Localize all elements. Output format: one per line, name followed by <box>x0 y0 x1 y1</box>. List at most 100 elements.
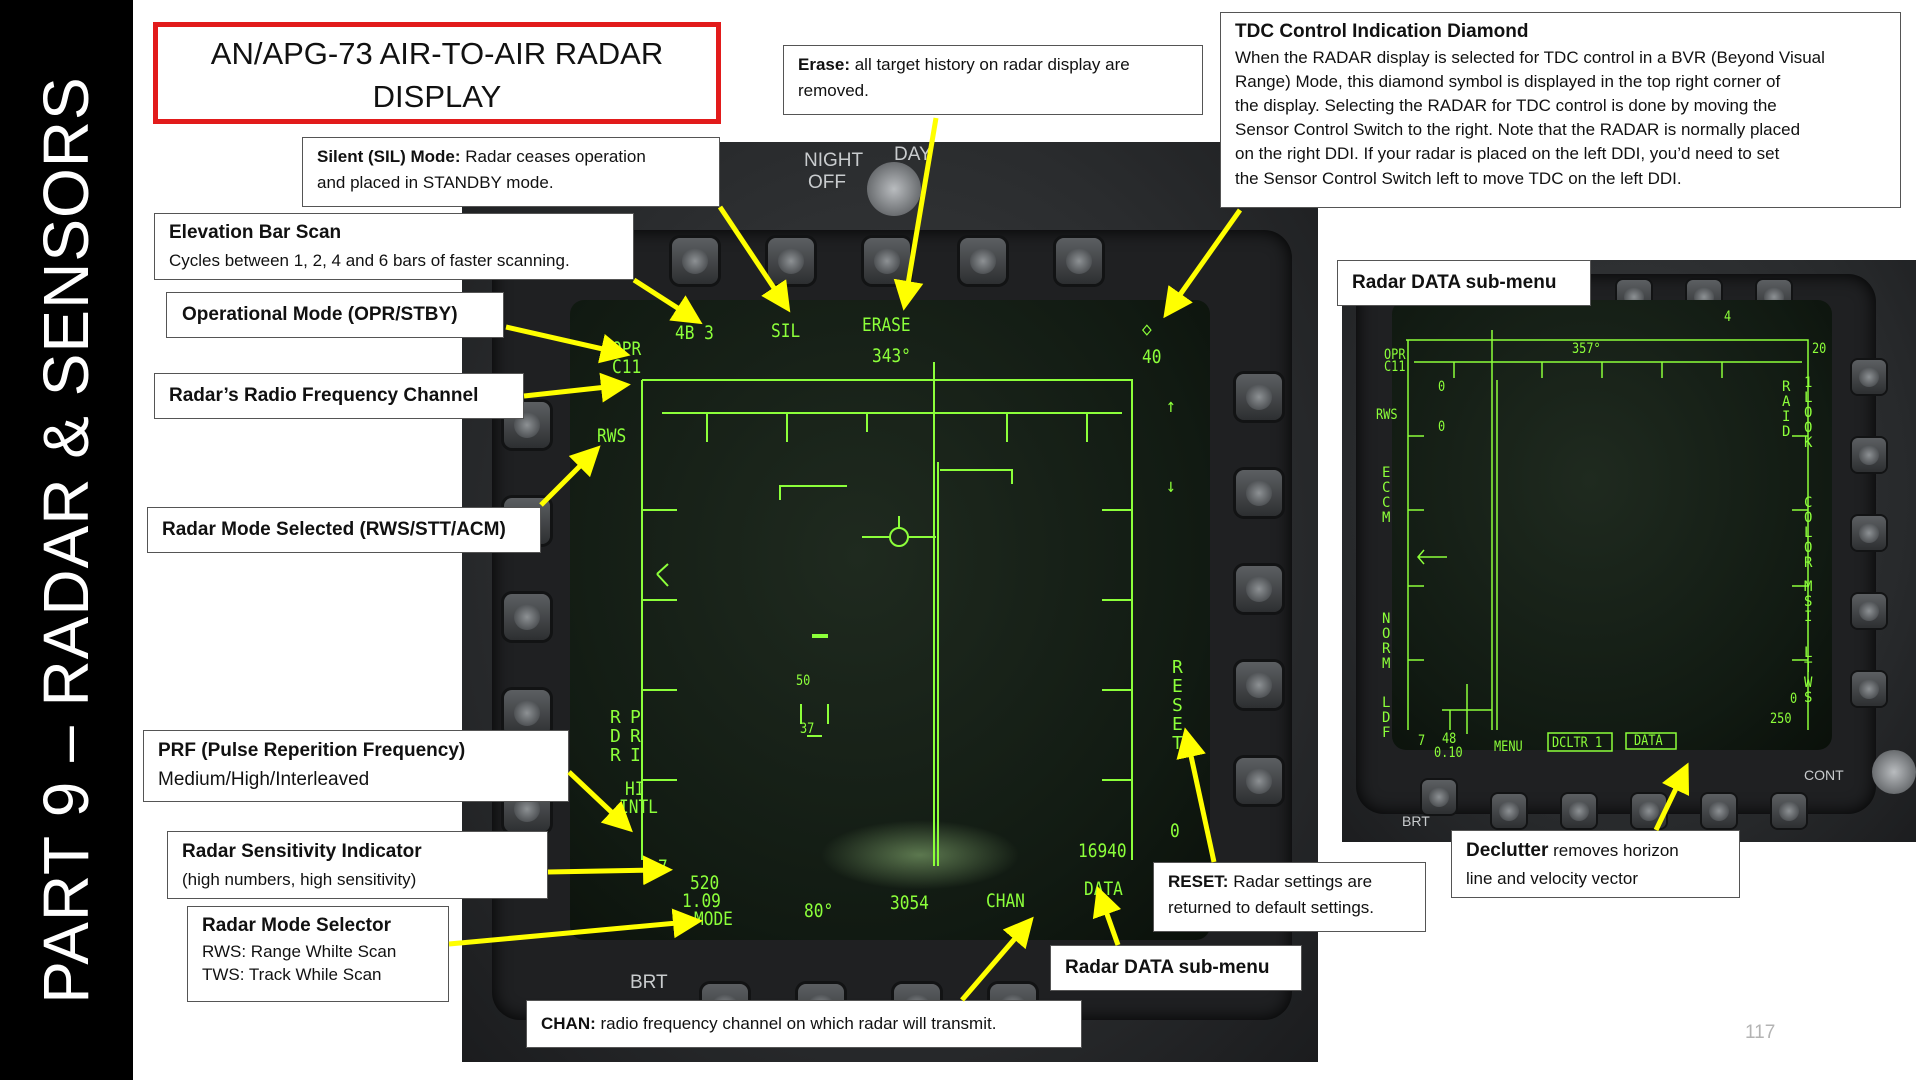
callout-reset-title: RESET: <box>1168 872 1228 891</box>
slide-title-box: AN/APG-73 AIR-TO-AIR RADAR DISPLAY <box>153 22 721 124</box>
callout-sensitivity-title: Radar Sensitivity Indicator <box>182 838 533 867</box>
erase-button-label[interactable]: ERASE <box>862 316 911 335</box>
data-symbology <box>1342 260 1916 842</box>
callout-declutter: Declutter removes horizon line and veloc… <box>1451 830 1740 898</box>
data-menu-label[interactable]: MENU <box>1494 740 1523 754</box>
range-scale: 40 <box>1142 348 1161 367</box>
callout-sensitivity: Radar Sensitivity Indicator (high number… <box>167 831 548 899</box>
section-title: PART 9 – RADAR & SENSORS <box>29 76 103 1003</box>
slide-title-line2: DISPLAY <box>158 75 716 118</box>
target-altitude-bottom: 37 <box>800 722 814 736</box>
callout-data-submenu: Radar DATA sub-menu <box>1050 945 1302 991</box>
callout-sensitivity-text: (high numbers, high sensitivity) <box>182 867 533 893</box>
data-msi-label[interactable]: M S I <box>1804 580 1812 625</box>
callout-radio-channel: Radar’s Radio Frequency Channel <box>154 373 524 419</box>
callout-elevation-bar: Elevation Bar Scan Cycles between 1, 2, … <box>154 213 634 280</box>
chan-button-label[interactable]: CHAN <box>986 892 1025 911</box>
data-channel-code: C11 <box>1384 360 1406 374</box>
callout-silent-title: Silent (SIL) Mode: <box>317 147 461 166</box>
rws-label[interactable]: RWS <box>597 427 626 446</box>
callout-tdc-line4: Sensor Control Switch to the right. Note… <box>1235 118 1886 142</box>
callout-tdc-diamond: TDC Control Indication Diamond When the … <box>1220 12 1901 208</box>
azimuth-readout[interactable]: 80° <box>804 902 833 921</box>
data-norm-label[interactable]: N O R M <box>1382 612 1390 672</box>
callout-mode-selector-line2: TWS: Track While Scan <box>202 963 434 987</box>
callout-reset: RESET: Radar settings are returned to de… <box>1153 862 1426 932</box>
data-top-value: 4 <box>1724 310 1731 324</box>
sidebar: PART 9 – RADAR & SENSORS <box>0 0 133 1080</box>
callout-erase-line2: removed. <box>798 78 1188 104</box>
callout-erase: Erase: all target history on radar displ… <box>783 45 1203 115</box>
callout-mode-selected-title: Radar Mode Selected (RWS/STT/ACM) <box>162 516 526 545</box>
data-speed-b: 0.10 <box>1434 746 1463 760</box>
data-eccm-label[interactable]: E C C M <box>1382 466 1390 526</box>
callout-tdc-line3: the display. Selecting the RADAR for TDC… <box>1235 94 1886 118</box>
callout-tdc-line5: on the right DDI. If your radar is place… <box>1235 142 1886 166</box>
data-bottom-range: 250 <box>1770 712 1792 726</box>
callout-operational-title: Operational Mode (OPR/STBY) <box>182 301 488 330</box>
data-dclttr-label[interactable]: DCLTR 1 <box>1552 736 1602 750</box>
tdc-diamond: ◇ <box>1142 320 1152 339</box>
callout-channel-title: Radar’s Radio Frequency Channel <box>169 382 509 411</box>
callout-tdc-title: TDC Control Indication Diamond <box>1235 19 1886 46</box>
value-3054: 3054 <box>890 894 929 913</box>
data-button-label[interactable]: DATA <box>1084 880 1123 899</box>
callout-tdc-line2: Range) Mode, this diamond symbol is disp… <box>1235 70 1886 94</box>
prf-rdr-label: R D R <box>610 708 621 765</box>
data-raid-label[interactable]: R A I D <box>1782 380 1790 440</box>
range-up-arrow[interactable]: ↑ <box>1166 397 1176 416</box>
channel-code: C11 <box>612 358 641 377</box>
callout-chan-text: radio frequency channel on which radar w… <box>596 1014 997 1033</box>
data-rws-label[interactable]: RWS <box>1376 408 1398 422</box>
azimuth-frame <box>642 380 1132 860</box>
data-submenu-photo: CONT BRT 4 OPR C11 357° 20 RWS 0 0 E C C… <box>1342 260 1916 842</box>
callout-prf-title: PRF (Pulse Reperition Frequency) <box>158 737 554 766</box>
slide-title-line1: AN/APG-73 AIR-TO-AIR RADAR <box>158 32 716 75</box>
data-heading: 357° <box>1572 342 1601 356</box>
data-speed-a: 48 <box>1442 732 1456 746</box>
data-data-label[interactable]: DATA <box>1634 734 1663 748</box>
range-down-arrow[interactable]: ↓ <box>1166 477 1176 496</box>
data-ldf-label[interactable]: L D F <box>1382 696 1390 741</box>
sil-button-label[interactable]: SIL <box>771 322 800 341</box>
callout-operational-mode: Operational Mode (OPR/STBY) <box>166 292 504 338</box>
prf-pri-label: P R I <box>630 708 641 765</box>
elevation-bars[interactable]: 4B 3 <box>675 324 714 343</box>
callout-mode-selected: Radar Mode Selected (RWS/STT/ACM) <box>147 507 541 553</box>
callout-silent-text: Radar ceases operation <box>461 147 646 166</box>
data-range: 20 <box>1812 342 1826 356</box>
callout-elevation-text: Cycles between 1, 2, 4 and 6 bars of fas… <box>169 248 619 274</box>
callout-declutter-line2: line and velocity vector <box>1466 866 1725 892</box>
callout-prf: PRF (Pulse Reperition Frequency) Medium/… <box>143 730 569 802</box>
callout-prf-text: Medium/High/Interleaved <box>158 766 554 795</box>
page-number: 117 <box>1745 1022 1775 1044</box>
mode-button-label[interactable]: MODE <box>694 910 733 929</box>
callout-declutter-text: removes horizon <box>1548 841 1678 860</box>
data-zero-b: 0 <box>1438 420 1445 434</box>
sensitivity-value: 7 <box>658 858 668 877</box>
reset-label[interactable]: R E S E T <box>1172 658 1183 753</box>
callout-mode-selector: Radar Mode Selector RWS: Range Whilte Sc… <box>187 906 449 1002</box>
callout-chan: CHAN: radio frequency channel on which r… <box>526 1000 1082 1048</box>
callout-declutter-title: Declutter <box>1466 840 1548 861</box>
data-zero-a: 0 <box>1438 380 1445 394</box>
callout-chan-title: CHAN: <box>541 1014 596 1033</box>
callout-silent-mode: Silent (SIL) Mode: Radar ceases operatio… <box>302 137 720 207</box>
callout-elevation-title: Elevation Bar Scan <box>169 219 619 248</box>
data-ltws-label[interactable]: L T W S <box>1804 646 1812 706</box>
callout-data-sub-title: Radar DATA sub-menu <box>1065 954 1287 983</box>
callout-tdc-line6: the Sensor Control Switch left to move T… <box>1235 167 1886 191</box>
prf-intl-label[interactable]: INTL <box>619 798 658 817</box>
callout-mode-selector-line1: RWS: Range Whilte Scan <box>202 940 434 964</box>
zero-marker: 0 <box>1170 822 1180 841</box>
data-seven: 7 <box>1418 734 1425 748</box>
altitude-readout: 16940 <box>1078 842 1127 861</box>
callout-erase-text: all target history on radar display are <box>850 55 1130 74</box>
callout-tdc-line1: When the RADAR display is selected for T… <box>1235 46 1886 70</box>
callout-silent-line2: and placed in STANDBY mode. <box>317 170 705 196</box>
data-look-label[interactable]: 1 L O O K <box>1804 376 1812 451</box>
data-color-label[interactable]: C O L O R <box>1804 496 1812 571</box>
callout-data-sub-right-title: Radar DATA sub-menu <box>1352 269 1576 298</box>
callout-reset-text: Radar settings are <box>1228 872 1372 891</box>
callout-erase-title: Erase: <box>798 55 850 74</box>
